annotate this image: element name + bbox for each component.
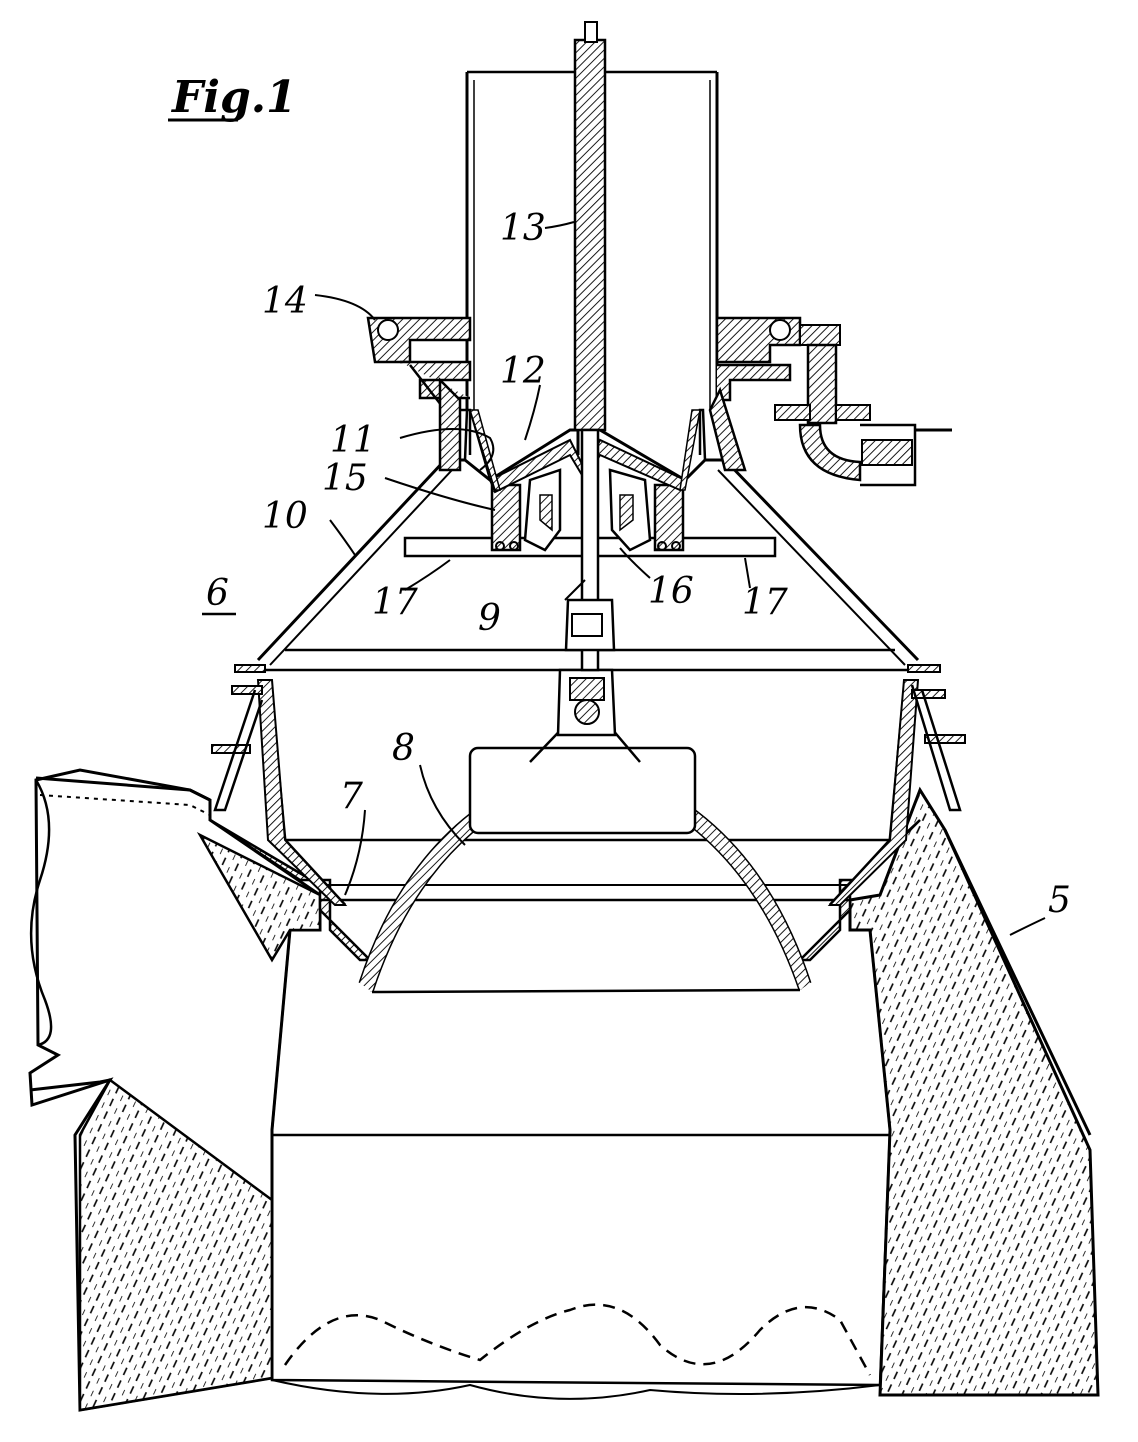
leader-lines [314, 221, 1046, 936]
large-bell [358, 668, 812, 994]
numeral-11: 11 [330, 420, 376, 461]
numeral-16: 16 [648, 571, 694, 612]
numeral-7: 7 [340, 776, 363, 817]
numeral-14: 14 [262, 281, 308, 322]
figure-title: Fig.1 [168, 72, 297, 123]
numeral-5: 5 [1048, 880, 1071, 921]
numeral-13: 13 [500, 208, 546, 249]
reference-numerals: 5 6 7 8 9 10 11 12 13 14 15 16 17 17 [202, 208, 1071, 921]
central-rod [285, 21, 895, 672]
numeral-12: 12 [500, 351, 546, 392]
rotary-seal-right [708, 316, 952, 487]
numeral-9: 9 [478, 598, 501, 639]
numeral-6: 6 [206, 573, 229, 614]
numeral-17-right: 17 [742, 582, 788, 623]
rotary-seal-left [366, 316, 472, 472]
distributor [403, 468, 777, 558]
numeral-8: 8 [392, 728, 415, 769]
svg-text:Fig.1: Fig.1 [170, 72, 297, 123]
numeral-17-left: 17 [372, 582, 418, 623]
numeral-10: 10 [262, 496, 308, 537]
numeral-15: 15 [322, 458, 368, 499]
furnace-throat [270, 929, 892, 1400]
left-furnace-wall [28, 768, 322, 1412]
